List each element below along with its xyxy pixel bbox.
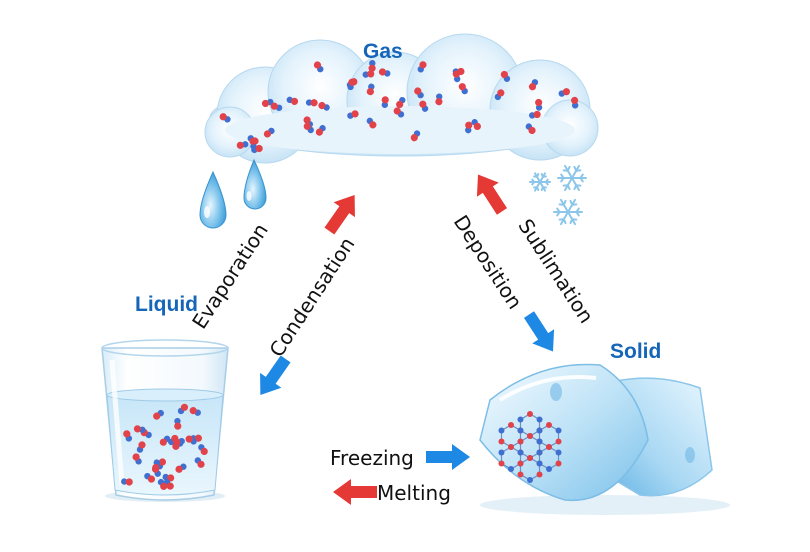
water-molecule xyxy=(123,430,133,442)
water-molecule xyxy=(419,100,429,112)
water-molecule xyxy=(270,102,283,111)
snowflake-icon xyxy=(529,164,587,226)
water-molecule xyxy=(315,125,326,136)
water-molecule xyxy=(151,465,161,477)
water-molecule xyxy=(198,444,208,456)
water-molecule xyxy=(177,403,189,415)
water-molecule xyxy=(132,453,142,465)
liquid-label: Liquid xyxy=(135,293,198,316)
liquid-molecules xyxy=(121,403,208,490)
water-molecule xyxy=(144,472,156,483)
water-molecule xyxy=(251,144,263,154)
water-molecule xyxy=(465,121,473,134)
freezing-arrow xyxy=(426,444,470,470)
water-molecule xyxy=(366,83,375,96)
water-molecule xyxy=(347,78,356,91)
water-molecule xyxy=(528,79,539,91)
melting-label: Melting xyxy=(377,481,451,505)
water-molecule xyxy=(133,425,146,433)
water-molecule xyxy=(410,130,421,142)
water-molecule xyxy=(286,96,299,106)
water-molecule xyxy=(571,96,579,109)
water-molecule xyxy=(393,107,405,118)
solid-label: Solid xyxy=(610,340,662,363)
water-molecule xyxy=(368,60,376,72)
water-molecule xyxy=(558,88,571,97)
water-molecule xyxy=(414,87,424,99)
snowflake-icon xyxy=(529,172,551,192)
water-molecule xyxy=(313,61,324,73)
condensation-arrow xyxy=(260,355,291,396)
sublimation-arrow xyxy=(476,174,508,215)
water-molecule xyxy=(157,478,168,490)
water-molecule xyxy=(174,417,182,430)
water-molecule xyxy=(159,435,171,446)
water-molecule xyxy=(153,409,164,420)
water-molecule xyxy=(452,70,461,83)
deposition-arrow xyxy=(523,311,555,352)
ice-cube-icon xyxy=(479,363,730,515)
water-molecule xyxy=(318,101,330,111)
water-molecule xyxy=(500,70,511,82)
water-molecule xyxy=(347,110,359,119)
melting-arrow xyxy=(333,479,377,505)
water-molecule xyxy=(417,61,427,73)
water-molecule xyxy=(396,96,406,109)
water-molecule xyxy=(219,113,231,123)
freezing-label: Freezing xyxy=(330,446,414,470)
water-molecule xyxy=(185,435,197,445)
gas-molecules xyxy=(219,60,579,154)
water-drop-icon xyxy=(199,158,267,229)
snowflake-icon xyxy=(553,198,583,226)
water-molecule xyxy=(494,89,505,101)
water-molecule xyxy=(162,473,175,482)
water-molecule xyxy=(303,122,314,134)
water-molecule xyxy=(236,141,249,149)
water-molecule xyxy=(189,406,201,416)
water-molecule xyxy=(305,99,318,107)
water-molecule xyxy=(535,98,543,111)
water-molecule xyxy=(435,93,443,106)
water-molecule xyxy=(121,478,133,486)
water-molecule xyxy=(173,437,185,446)
water-molecule xyxy=(471,118,481,131)
gas-label: Gas xyxy=(363,40,403,63)
water-molecule xyxy=(362,70,375,78)
snowflake-icon xyxy=(557,164,587,192)
water-molecule xyxy=(458,83,468,95)
evaporation-arrow xyxy=(324,194,355,235)
water-molecule xyxy=(525,123,536,135)
water-molecule xyxy=(263,127,275,138)
water-molecule xyxy=(175,463,187,473)
water-molecule xyxy=(381,96,389,109)
water-molecule xyxy=(378,68,391,77)
water-molecule xyxy=(136,441,146,453)
water-molecule xyxy=(194,457,205,468)
water-molecule xyxy=(366,117,377,129)
solid-molecules xyxy=(498,411,562,483)
water-molecule xyxy=(529,110,541,119)
